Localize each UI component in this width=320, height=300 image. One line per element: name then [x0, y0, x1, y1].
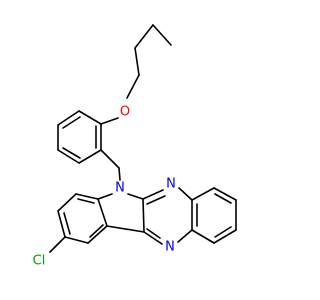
bond [178, 187, 193, 201]
bond [62, 116, 81, 129]
nitrogen-lower-label: N [165, 240, 175, 255]
bond [77, 198, 95, 204]
nitrogen-upper-label: N [166, 177, 176, 192]
bond [75, 193, 99, 200]
bond [97, 198, 108, 227]
bond [152, 24, 172, 46]
molecule-canvas: O N N N Cl [33, 24, 237, 269]
bond [89, 224, 104, 238]
bond [146, 195, 166, 205]
bond [191, 229, 215, 244]
bond [191, 187, 215, 201]
bond [142, 189, 164, 200]
bond [146, 228, 161, 239]
bond [87, 225, 108, 244]
bond [57, 210, 66, 238]
bond [134, 47, 140, 76]
bond [142, 198, 145, 233]
bond [64, 236, 89, 244]
bond [127, 193, 144, 200]
bond [57, 110, 80, 126]
bond [63, 212, 71, 235]
bond [118, 167, 121, 181]
bond [126, 74, 140, 99]
oxygen-atom-label: O [120, 105, 130, 120]
bond [106, 225, 145, 233]
bond [97, 193, 113, 200]
bond [214, 193, 232, 204]
bond-layer [49, 24, 237, 253]
bond [134, 24, 154, 49]
chlorine-atom-label: Cl [33, 254, 46, 269]
bond [214, 226, 232, 238]
bond [177, 229, 193, 243]
nitrogen-indole-label: N [115, 181, 125, 196]
bond [78, 110, 102, 125]
structure-drawing: O N N N Cl [33, 24, 237, 269]
bond [57, 149, 80, 164]
bond [213, 229, 237, 244]
bond [57, 193, 77, 212]
bond [49, 236, 66, 253]
atom-label-layer: O N N N Cl [33, 105, 176, 269]
bond [213, 187, 237, 201]
bond [143, 231, 163, 245]
bond [78, 149, 102, 164]
bond [100, 149, 120, 169]
bond [100, 117, 119, 125]
bond [62, 147, 81, 159]
